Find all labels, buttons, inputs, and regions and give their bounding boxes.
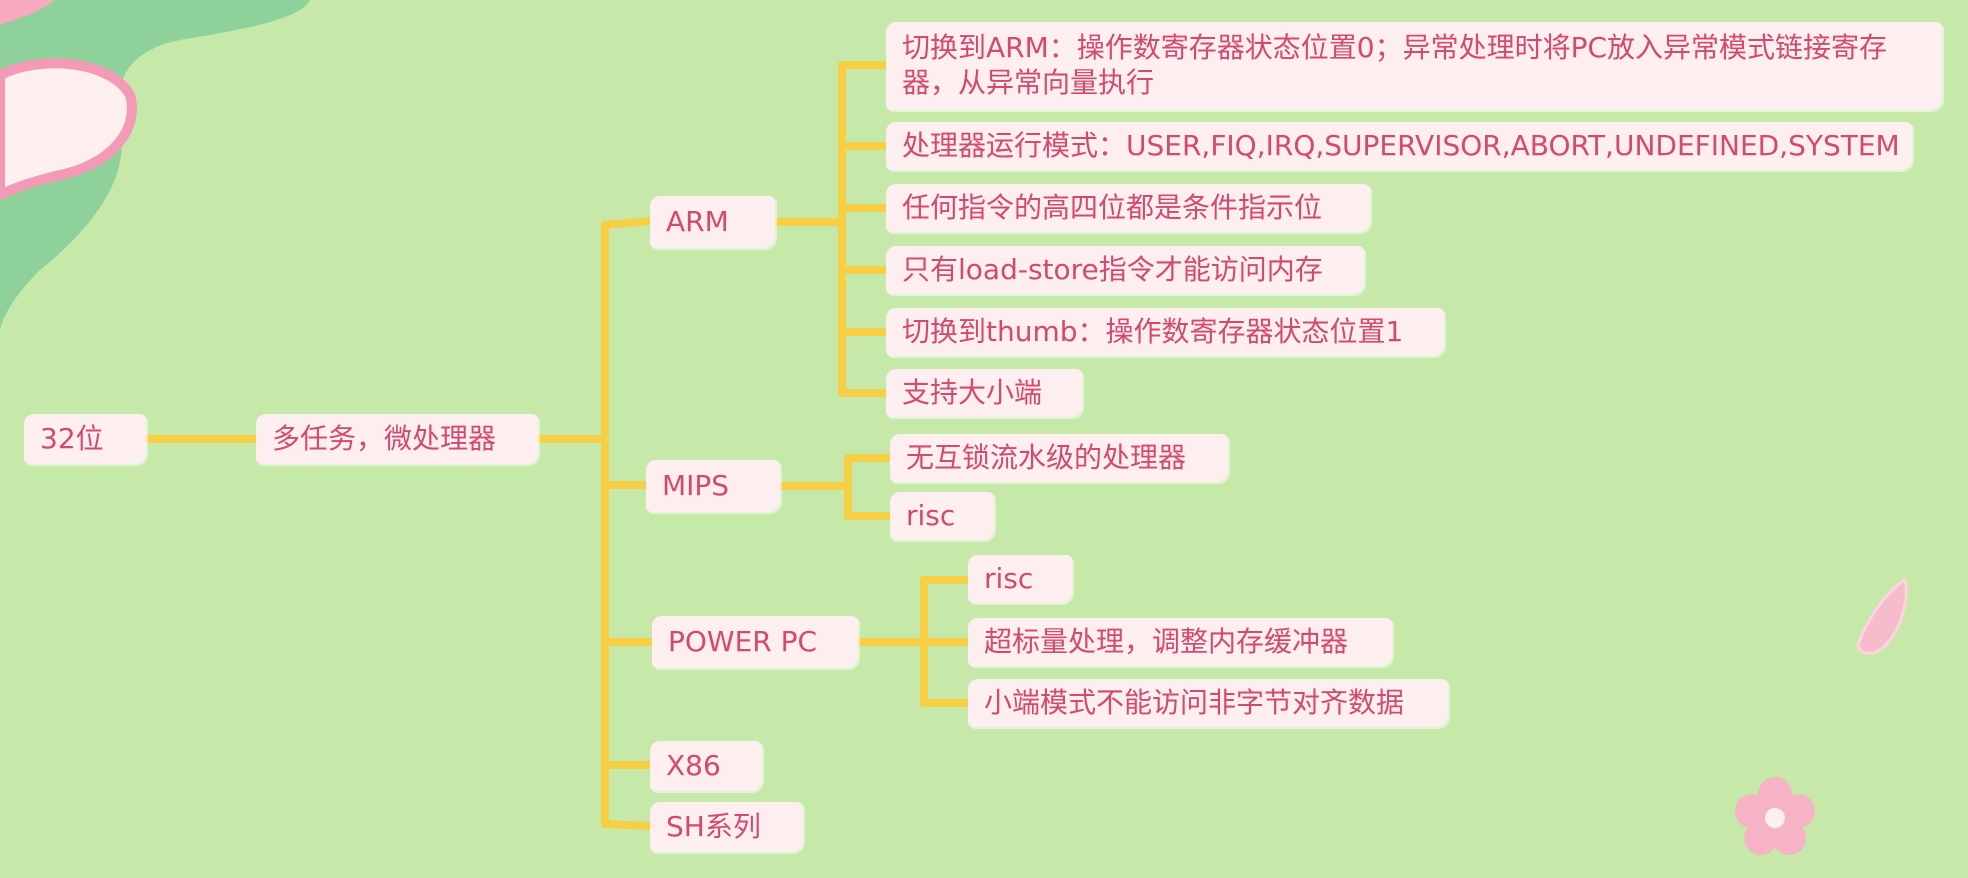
arm-child-4[interactable]: 只有load-store指令才能访问内存 [886, 246, 1364, 294]
edge-to-sh [601, 820, 654, 830]
powerpc-child-2[interactable]: 超标量处理，调整内存缓冲器 [968, 618, 1392, 666]
connectors [142, 61, 972, 830]
arm-child-1[interactable]: 切换到ARM：操作数寄存器状态位置0；异常处理时将PC放入异常模式链接寄存器，从… [886, 22, 1942, 110]
branch-sh[interactable]: SH系列 [650, 802, 803, 852]
branch-powerpc[interactable]: POWER PC [652, 616, 858, 668]
branch-arm[interactable]: ARM [650, 196, 775, 248]
pink-petal-large [0, 58, 137, 201]
mips-child-1[interactable]: 无互锁流水级的处理器 [890, 434, 1228, 482]
pink-petal-top [0, 0, 55, 25]
pink-petal-small [1856, 577, 1908, 655]
pink-flower [1735, 777, 1815, 855]
powerpc-child-1[interactable]: risc [968, 555, 1072, 603]
hub-node[interactable]: 多任务，微处理器 [256, 414, 538, 464]
arm-child-5[interactable]: 切换到thumb：操作数寄存器状态位置1 [886, 308, 1444, 356]
arm-child-2[interactable]: 处理器运行模式：USER,FIQ,IRQ,SUPERVISOR,ABORT,UN… [886, 122, 1912, 170]
powerpc-child-3[interactable]: 小端模式不能访问非字节对齐数据 [968, 679, 1448, 727]
mips-child-2[interactable]: risc [890, 492, 994, 540]
branch-x86[interactable]: X86 [650, 741, 762, 791]
root-node[interactable]: 32位 [24, 414, 146, 464]
edge-to-arm [601, 217, 654, 229]
arm-child-3[interactable]: 任何指令的高四位都是条件指示位 [886, 184, 1370, 232]
arm-child-6[interactable]: 支持大小端 [886, 369, 1082, 417]
branch-mips[interactable]: MIPS [646, 460, 780, 512]
